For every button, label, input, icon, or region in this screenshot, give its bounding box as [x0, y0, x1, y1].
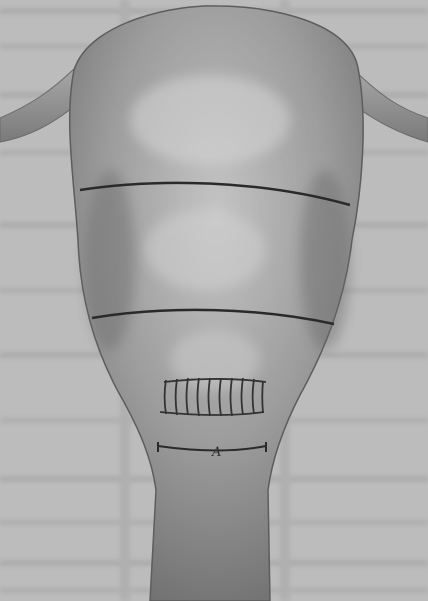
- incision-marker-label: A: [212, 446, 221, 459]
